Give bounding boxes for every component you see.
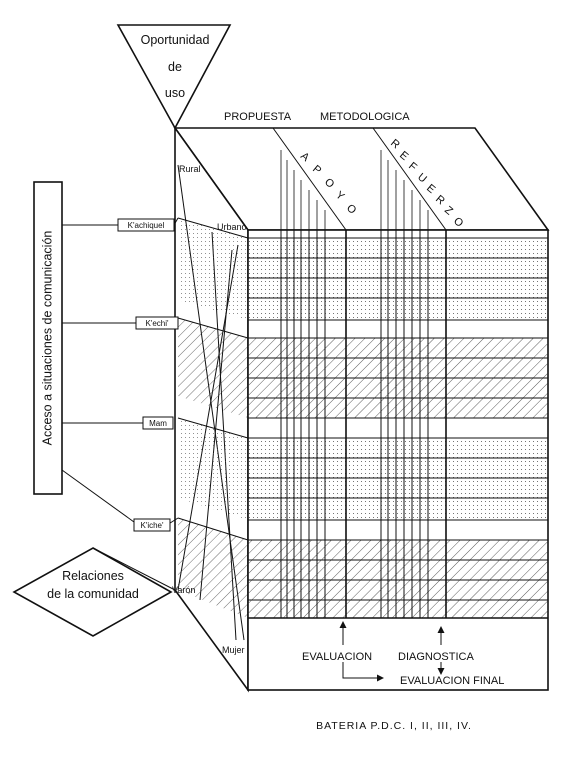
oportunidad-label-3: uso: [165, 86, 185, 100]
band-mam: [248, 438, 548, 520]
language-connectors: [61, 217, 179, 591]
mujer-label: Mujer: [222, 645, 245, 655]
cube-top-face: PROPUESTA METODOLOGICA A P O Y O R E F U…: [173, 111, 550, 231]
relaciones-diamond: Relaciones de la comunidad: [12, 547, 173, 637]
propuesta-label: PROPUESTA: [224, 111, 292, 123]
rural-label: Rural: [179, 164, 201, 174]
evaluacion-final-label: EVALUACION FINAL: [400, 675, 504, 687]
language-labels: K'achiquel K'echi' Mam K'iche': [117, 218, 179, 532]
language-mam: Mam: [149, 419, 167, 428]
bateria-caption: BATERIA P.D.C. I, II, III, IV.: [316, 720, 472, 732]
evaluacion-label: EVALUACION: [302, 651, 372, 663]
cube-front-face: EVALUACION DIAGNOSTICA EVALUACION FINAL: [247, 229, 549, 691]
relaciones-label-1: Relaciones: [62, 569, 124, 583]
band-kiche: [248, 540, 548, 618]
metodologica-label: METODOLOGICA: [320, 111, 410, 123]
oportunidad-triangle: Oportunidad de uso: [116, 24, 232, 130]
language-kechi: K'echi': [145, 319, 169, 328]
relaciones-label-2: de la comunidad: [47, 587, 139, 601]
oportunidad-label-2: de: [168, 60, 182, 74]
language-kachiquel: K'achiquel: [128, 221, 165, 230]
acceso-box: Acceso a situaciones de comunicación: [33, 181, 63, 495]
oportunidad-label-1: Oportunidad: [141, 33, 210, 47]
band-kachiquel: [248, 238, 548, 320]
urbano-label: Urbano: [217, 222, 247, 232]
arrow-right-final: [342, 662, 384, 682]
acceso-label: Acceso a situaciones de comunicación: [40, 231, 54, 446]
side-face-bands: [177, 217, 249, 618]
diagnostica-label: DIAGNOSTICA: [398, 651, 474, 663]
language-kiche: K'iche': [140, 521, 164, 530]
